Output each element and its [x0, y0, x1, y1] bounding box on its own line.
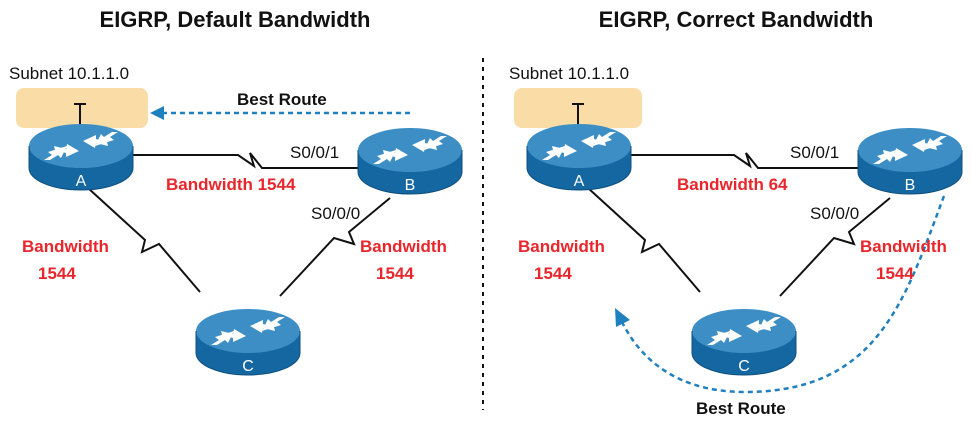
right-router-c-label: C — [738, 358, 750, 375]
left-subnet-label: Subnet 10.1.1.0 — [9, 64, 129, 83]
left-best-route-arrowhead — [150, 106, 164, 120]
right-best-route-label: Best Route — [696, 399, 786, 418]
left-iface-s000: S0/0/0 — [311, 204, 360, 223]
right-bandwidth-b-c-line1: Bandwidth — [860, 237, 947, 256]
left-bandwidth-a-c-line2: 1544 — [38, 264, 76, 283]
right-title: EIGRP, Correct Bandwidth — [599, 7, 874, 32]
right-bandwidth-a-b: Bandwidth 64 — [677, 175, 788, 194]
left-title: EIGRP, Default Bandwidth — [100, 7, 371, 32]
left-router-c-label: C — [242, 358, 254, 375]
right-bandwidth-a-c-line1: Bandwidth — [518, 237, 605, 256]
right-router-a-label: A — [574, 173, 585, 190]
right-iface-s000: S0/0/0 — [810, 204, 859, 223]
left-best-route-label: Best Route — [237, 90, 327, 109]
right-best-route-line — [620, 195, 946, 394]
right-best-route-arrowhead — [615, 308, 630, 327]
left-bandwidth-a-c-line1: Bandwidth — [22, 237, 109, 256]
right-link-b-c — [779, 197, 891, 297]
left-router-a-label: A — [76, 173, 87, 190]
left-iface-s001: S0/0/1 — [290, 143, 339, 162]
left-bandwidth-b-c-line2: 1544 — [376, 264, 414, 283]
right-iface-s001: S0/0/1 — [790, 143, 839, 162]
right-link-a-c — [587, 187, 701, 293]
right-link-a-b — [631, 152, 859, 169]
left-link-a-c — [87, 187, 201, 293]
left-subnet-box — [16, 88, 148, 128]
left-panel: EIGRP, Default Bandwidth Subnet 10.1.1.0… — [9, 7, 463, 376]
left-bandwidth-a-b: Bandwidth 1544 — [166, 175, 296, 194]
left-router-b-label: B — [405, 177, 416, 194]
right-bandwidth-a-c-line2: 1544 — [534, 264, 572, 283]
left-bandwidth-b-c-line1: Bandwidth — [360, 237, 447, 256]
right-subnet-label: Subnet 10.1.1.0 — [509, 64, 629, 83]
right-panel: EIGRP, Correct Bandwidth Subnet 10.1.1.0… — [509, 7, 963, 418]
left-link-b-c — [279, 197, 391, 297]
left-link-a-b — [133, 152, 359, 169]
right-bandwidth-b-c-line2: 1544 — [876, 264, 914, 283]
right-router-b-label: B — [905, 177, 916, 194]
